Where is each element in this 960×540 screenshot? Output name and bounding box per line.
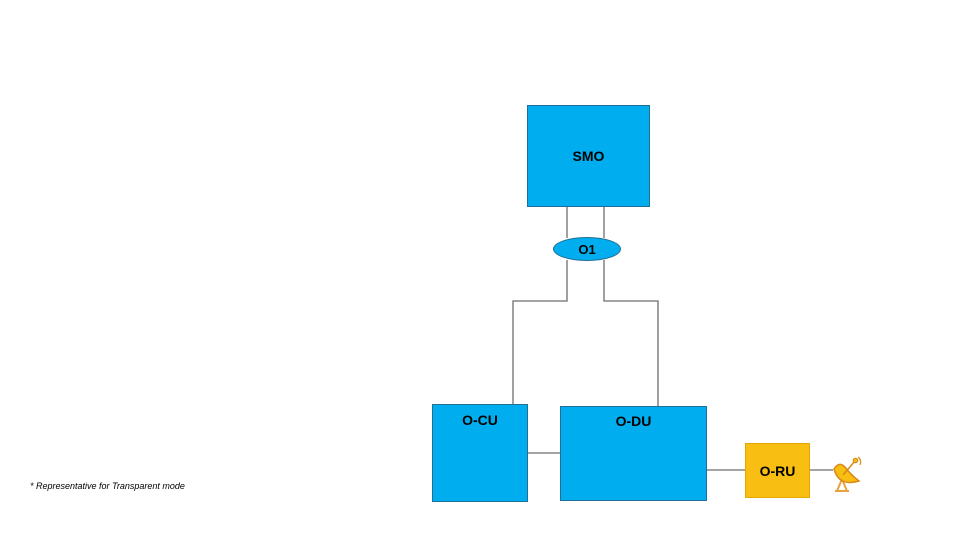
o-du-node: O-DU xyxy=(560,406,707,501)
o-ru-label: O-RU xyxy=(759,462,796,479)
footnote: * Representative for Transparent mode xyxy=(30,481,185,491)
link-o1-odu xyxy=(603,260,659,406)
o-ru-node: O-RU xyxy=(745,443,810,498)
satellite-dish-icon xyxy=(833,456,862,492)
o-du-label: O-DU xyxy=(615,413,652,429)
link-o1-ocu xyxy=(512,260,568,404)
o1-label: O1 xyxy=(578,241,596,257)
o1-interface-node: O1 xyxy=(553,237,621,261)
o-cu-node: O-CU xyxy=(432,404,528,502)
smo-label: SMO xyxy=(572,148,605,164)
o-cu-label: O-CU xyxy=(462,412,498,428)
smo-node: SMO xyxy=(527,105,650,207)
